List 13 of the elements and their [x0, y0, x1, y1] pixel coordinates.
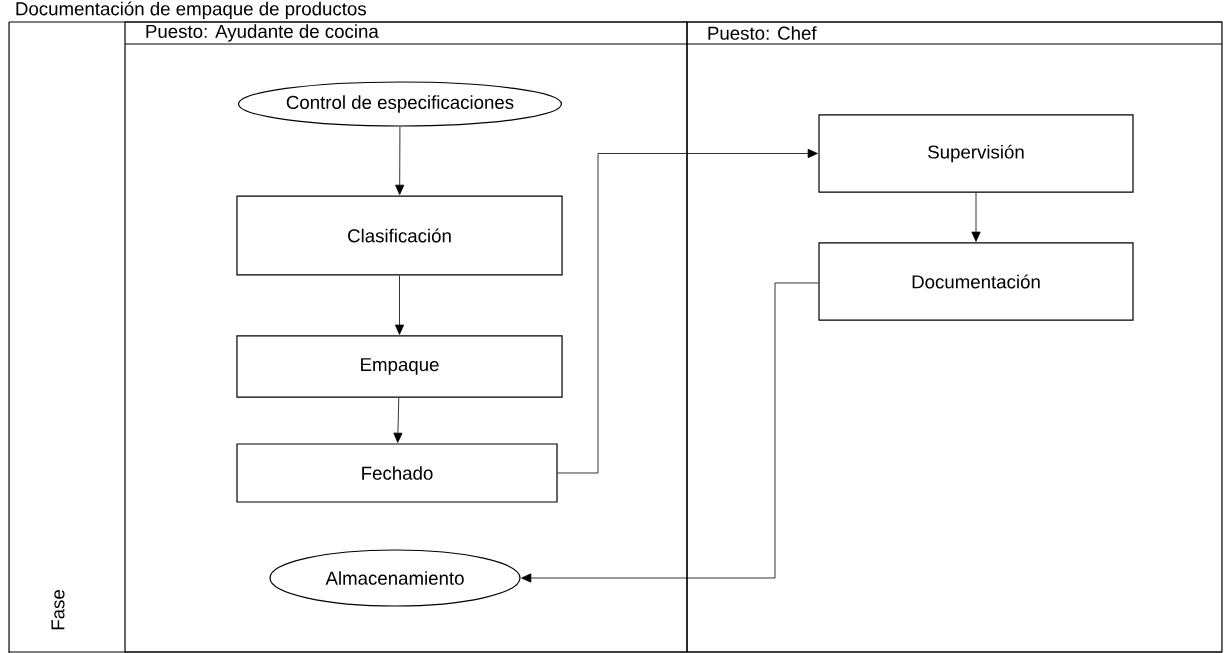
process-box: Documentación [818, 242, 1134, 321]
row-label: Fase [51, 590, 65, 630]
process-box: Clasificación [236, 195, 563, 276]
process-box: Empaque [236, 335, 563, 398]
arrow [393, 397, 403, 443]
title: Documentación de empaque de productos [16, 1, 366, 20]
process-box: Supervisión [818, 114, 1134, 193]
arrow [971, 192, 981, 242]
process-box: Fechado [236, 443, 558, 503]
arrow [521, 282, 819, 583]
arrow [557, 148, 818, 474]
arrow [395, 126, 405, 195]
arrow [394, 275, 405, 335]
